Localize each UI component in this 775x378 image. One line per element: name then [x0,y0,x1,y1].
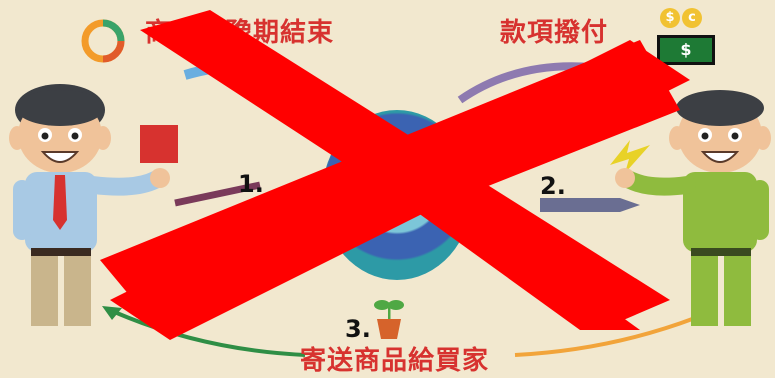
buyer-man-icon [615,90,771,326]
lightning-icon [610,140,650,173]
step-number-2: 2. [540,172,566,200]
coin-icon: c [682,8,702,28]
step-number-1: 1. [238,170,264,198]
seller-man-icon [9,84,170,326]
plant-icon [374,300,404,339]
arrow-ship-left [102,306,306,357]
title-ship-to-buyer: 寄送商品給買家 [300,346,490,376]
arrow-step1 [174,181,261,207]
banknote-icon: $ [657,35,715,65]
ring-logo-icon [81,19,125,63]
red-box [140,125,178,163]
money-icon: $ c $ [655,8,720,68]
title-payment-disbursed: 款項撥付 [500,18,609,48]
coin-icon: $ [660,8,680,28]
step-number-3: 3. [345,315,371,343]
arrow-ship-right [514,316,696,357]
arrow-step2 [540,198,640,212]
